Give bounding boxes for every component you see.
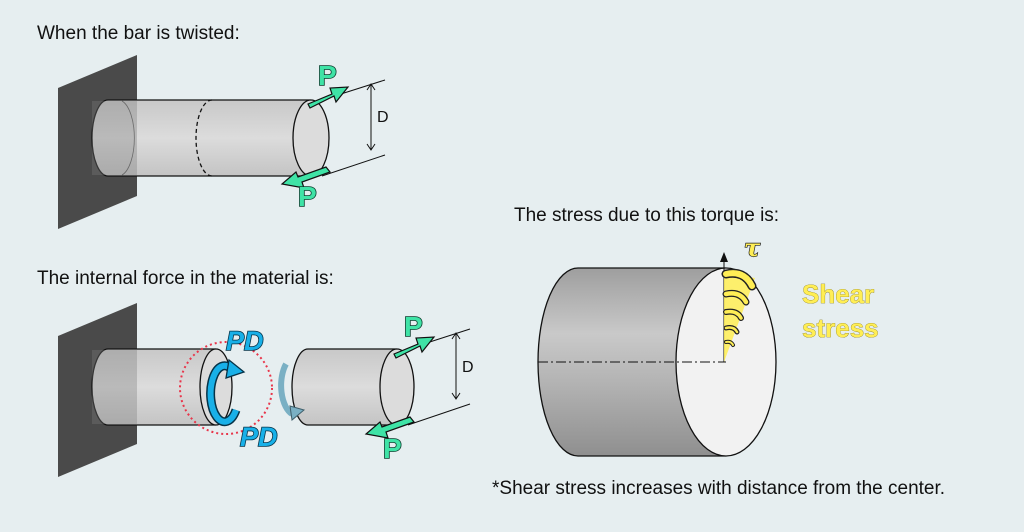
section-highlight-circle xyxy=(179,341,273,435)
shear-label-line1: Shear xyxy=(802,279,874,309)
shear-stress-diagram: τ Shear stress xyxy=(537,232,879,457)
moment-label-bottom: PD xyxy=(240,422,278,452)
twisted-bar-diagram: D P P xyxy=(58,55,389,229)
twist-section-line xyxy=(195,99,213,177)
caption-note: *Shear stress increases with distance fr… xyxy=(492,478,946,499)
bar-shadow xyxy=(92,101,137,175)
tau-label: τ xyxy=(744,233,761,262)
right-bar-end-face xyxy=(379,348,415,426)
moment-label-top: PD xyxy=(226,326,264,356)
shear-label-line2: stress xyxy=(802,313,879,343)
bar-inner-edge xyxy=(121,100,135,176)
bar-body xyxy=(91,99,311,177)
force-arrow-up xyxy=(307,86,350,109)
force-arrow-up-2 xyxy=(393,336,436,359)
diameter-label: D xyxy=(377,109,389,126)
force-label-bottom: P xyxy=(298,181,317,212)
force-label-top: P xyxy=(318,60,337,91)
internal-force-diagram: PD PD D P P xyxy=(58,303,474,477)
force-label-top-2: P xyxy=(404,311,423,342)
force-arrow-down xyxy=(280,166,331,189)
force-arrow-down-2 xyxy=(364,416,415,439)
right-bar-segment xyxy=(291,348,397,426)
bar-end-face xyxy=(292,99,330,177)
diameter-label-2: D xyxy=(462,359,474,376)
moment-arrow-right xyxy=(278,362,294,417)
caption-stress: The stress due to this torque is: xyxy=(514,205,780,226)
caption-bar-twisted: When the bar is twisted: xyxy=(37,23,240,44)
shear-arrows xyxy=(721,268,757,347)
force-label-bottom-2: P xyxy=(383,433,402,464)
caption-internal-force: The internal force in the material is: xyxy=(37,268,334,289)
